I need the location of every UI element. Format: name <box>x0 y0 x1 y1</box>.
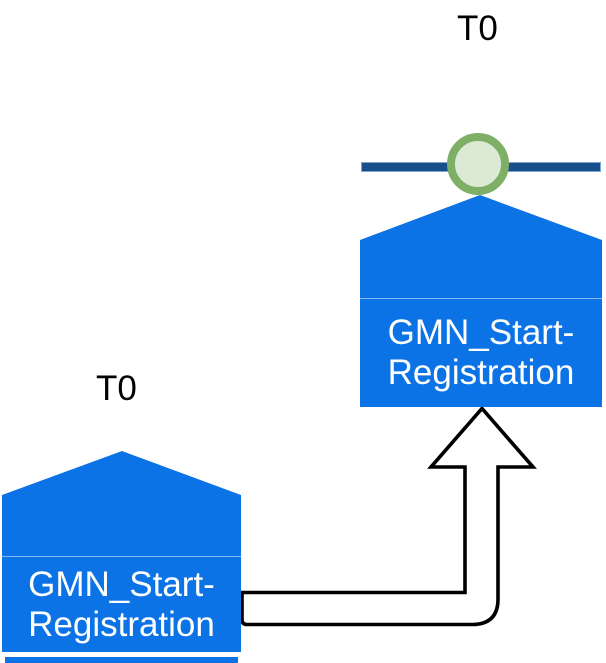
milestone-circle-icon[interactable] <box>447 133 509 195</box>
time-label-left: T0 <box>96 369 137 408</box>
event-label-line2: Registration <box>28 604 215 644</box>
connector-arrow[interactable] <box>240 405 537 627</box>
time-label-right: T0 <box>457 9 498 48</box>
event-shape-left[interactable]: GMN_Start- Registration <box>2 451 241 652</box>
event-label-left: GMN_Start- Registration <box>2 556 241 652</box>
event-label-line2: Registration <box>387 353 575 392</box>
event-label-line1: GMN_Start- <box>28 564 215 604</box>
partial-event-shape-bottom[interactable] <box>5 657 238 663</box>
event-shape-right[interactable]: GMN_Start- Registration <box>360 195 602 407</box>
event-label-line1: GMN_Start- <box>387 313 575 352</box>
event-label-right: GMN_Start- Registration <box>360 298 602 407</box>
